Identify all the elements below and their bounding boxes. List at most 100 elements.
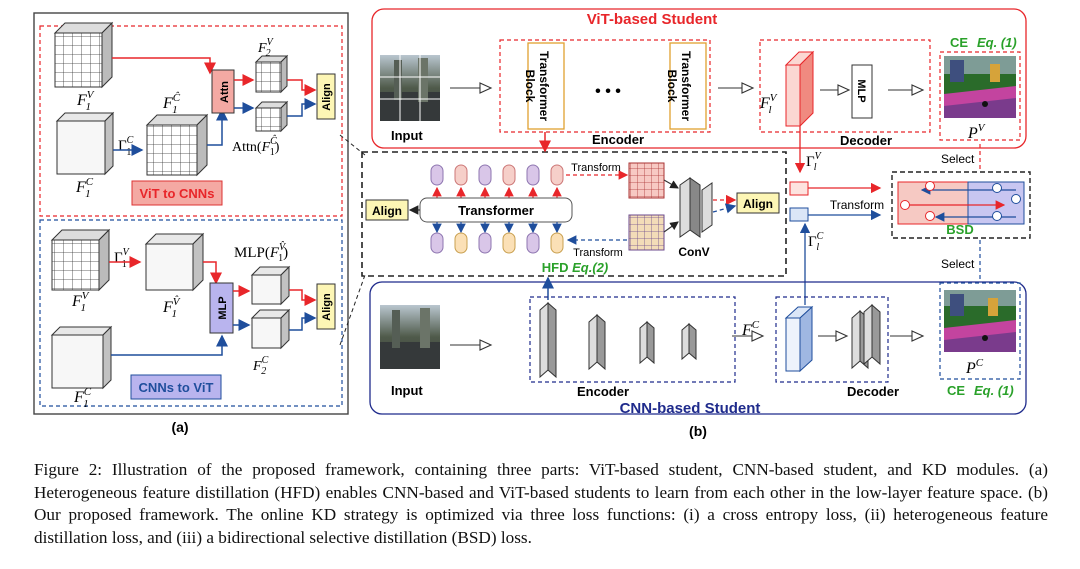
- transform-grid-top: [628, 162, 665, 199]
- cnns-to-vit-tag: [130, 374, 222, 400]
- align-block-a-bottom: [316, 283, 336, 330]
- mlp-label-b: MLP: [855, 79, 867, 102]
- align-block-hfd-right: [736, 192, 780, 214]
- vit-eq1-label: Eq. (1): [977, 35, 1017, 50]
- bsd-box: [891, 171, 1031, 239]
- cnn-student-box: [369, 281, 1027, 415]
- cnn-input-image: [380, 305, 440, 369]
- f2c-cube: [250, 308, 291, 350]
- transformer-block-1-label: TransformerBlock: [523, 51, 551, 121]
- fl-c-feature: [784, 305, 814, 373]
- cnn-input-label: Input: [391, 383, 423, 398]
- f1c-plain-cube: [55, 111, 115, 176]
- cnns-to-vit-label: CNNs to ViT: [139, 380, 214, 395]
- hfd-label: HFD Eq.(2): [542, 260, 608, 275]
- cnn-student-title: CNN-based Student: [620, 400, 761, 417]
- attn-block: [211, 69, 235, 114]
- figure-caption: Figure 2: Illustration of the proposed f…: [34, 460, 1048, 547]
- panel-b-label: (b): [689, 423, 707, 439]
- cnn-decoder-layers: [851, 303, 881, 370]
- cnn-ce-label: CE: [947, 383, 965, 398]
- f1c-plain-cube-bottom: [50, 325, 113, 390]
- vit-encoder-box: [499, 39, 711, 133]
- bsd-arrows: [900, 181, 1021, 222]
- vit-student-title: ViT-based Student: [587, 11, 718, 28]
- vit-input-label: Input: [391, 128, 423, 143]
- align-label-a-top: Align: [321, 83, 333, 111]
- f1v-grid-cube: [53, 21, 114, 89]
- gamma-lv-token: [789, 181, 809, 196]
- cnn-output-box: [939, 282, 1021, 380]
- cnn-eq1-label: Eq. (1): [974, 383, 1014, 398]
- f1v-grid-cube-bottom: [50, 228, 111, 292]
- cnn-encoder-layers: [539, 301, 697, 379]
- mlp-f1v-hat-label: MLP(FV̂1): [234, 240, 288, 264]
- panel-a-frame: [33, 12, 349, 415]
- ellipsis: • • •: [595, 83, 621, 100]
- cnns-to-vit-box: [39, 219, 343, 407]
- align-label-a-bottom: Align: [321, 293, 333, 321]
- transformer-block-1: [527, 42, 565, 130]
- mlp-label-a: MLP: [217, 296, 229, 319]
- transformer-label: Transformer: [458, 203, 534, 218]
- hfd-box: [361, 151, 787, 277]
- vit-decoder-label: Decoder: [840, 133, 892, 148]
- mlp-out-cube: [250, 265, 291, 306]
- f1v-hat-cube: [144, 232, 205, 292]
- select-label-bottom: Select: [941, 257, 975, 271]
- align-block-hfd-left: [365, 199, 409, 221]
- select-label-top: Select: [941, 152, 975, 166]
- pv-label: PV: [967, 122, 986, 142]
- vit-to-cnns-tag: [131, 180, 223, 206]
- fl-v-feature: [784, 50, 815, 128]
- f1c-hat-grid-cube: [145, 113, 209, 177]
- vit-to-cnns-box: [39, 25, 343, 217]
- bsd-transform-label: Transform: [830, 198, 884, 212]
- transform-grid-bottom: [628, 214, 665, 251]
- cnn-decoder-box: [775, 296, 889, 383]
- transformer-block-2-label: TransformerBlock: [665, 51, 693, 121]
- transformer-block-2: [669, 42, 707, 130]
- panel-a-label: (a): [171, 419, 188, 435]
- vit-decoder-box: [759, 39, 931, 133]
- vit-student-box: [371, 8, 1027, 149]
- attn-f1c-hat-cube: [254, 100, 289, 133]
- conv-block: [679, 177, 713, 238]
- mlp-block-a: [209, 282, 234, 334]
- align-label-hfd-right: Align: [743, 197, 773, 211]
- cnn-encoder-box: [529, 296, 736, 383]
- vit-to-cnns-label: ViT to CNNs: [140, 186, 215, 201]
- flc-label: FCl: [741, 319, 760, 343]
- align-label-hfd-left: Align: [372, 204, 402, 218]
- vit-ce-label: CE: [950, 35, 968, 50]
- transformer-tokens-top: [430, 164, 564, 186]
- f1v-hat-label: FV̂1: [162, 295, 181, 320]
- vit-input-image: [380, 55, 440, 121]
- align-block-a-top: [316, 73, 336, 120]
- attn-label: Attn: [219, 81, 231, 103]
- vit-segmentation-output: [944, 56, 1016, 118]
- vit-encoder-label: Encoder: [592, 132, 644, 147]
- cnn-segmentation-output: [944, 290, 1016, 352]
- cnn-encoder-label: Encoder: [577, 384, 629, 399]
- gamma-lc-token: [789, 207, 809, 222]
- bsd-label: BSD: [946, 222, 973, 237]
- conv-label: ConV: [678, 245, 709, 259]
- mlp-block-b: [851, 64, 873, 119]
- cnn-decoder-label: Decoder: [847, 384, 899, 399]
- f2v-cube: [254, 54, 289, 94]
- transform-label-top: Transform: [571, 162, 621, 174]
